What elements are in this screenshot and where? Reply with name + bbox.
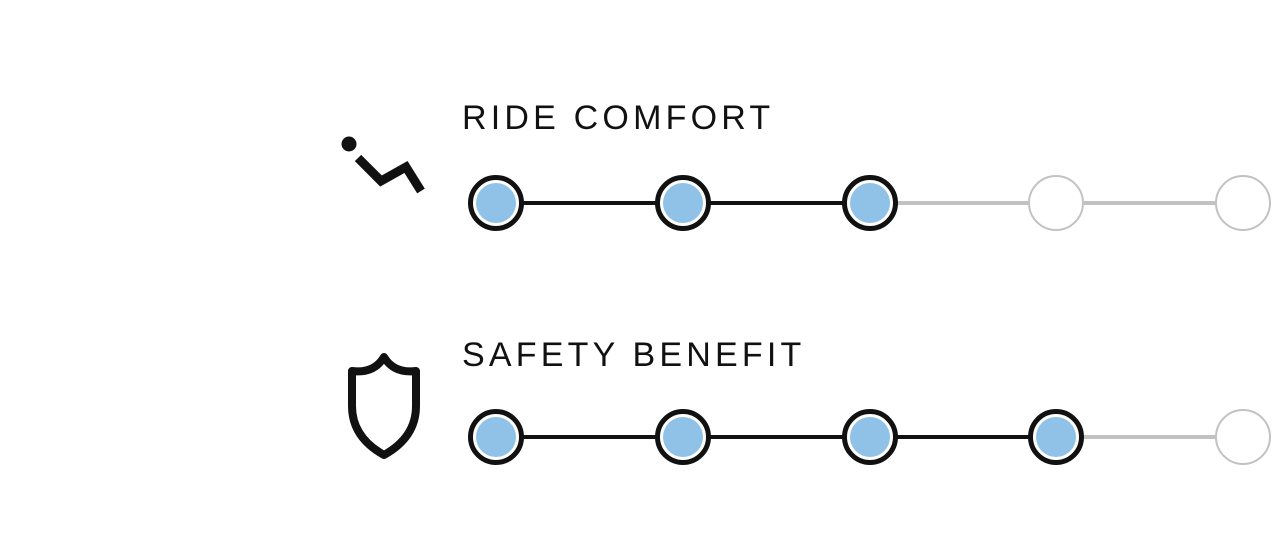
step-dot[interactable] [1215,175,1271,231]
step-dot[interactable] [842,175,898,231]
step-dot[interactable] [1028,175,1084,231]
shield-icon [340,353,436,464]
progress-connectors [496,435,1243,439]
step-dot[interactable] [655,175,711,231]
progress-connectors [496,201,1243,205]
feature-label-ride-comfort: RIDE COMFORT [462,99,775,137]
feature-row-ride-comfort: RIDE COMFORT [0,95,1280,265]
step-dot[interactable] [655,409,711,465]
progress-track-ride-comfort [462,174,1272,232]
step-dot[interactable] [1028,409,1084,465]
progress-track-safety-benefit [462,408,1272,466]
step-dot[interactable] [468,409,524,465]
feature-row-safety-benefit: SAFETY BENEFIT [0,332,1280,502]
step-dot[interactable] [468,175,524,231]
step-dot[interactable] [1215,409,1271,465]
bumpy-road-icon [340,136,436,247]
step-dot[interactable] [842,409,898,465]
feature-label-safety-benefit: SAFETY BENEFIT [462,336,806,374]
